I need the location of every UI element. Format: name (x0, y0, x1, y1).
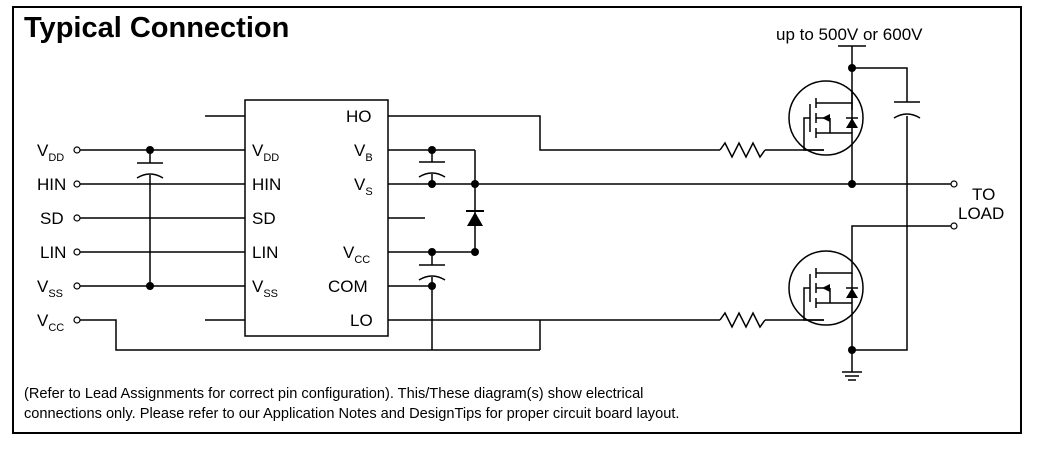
terminal-symbol (73, 146, 958, 324)
svg-text:VB: VB (354, 141, 373, 164)
input-label-vcc: VCC (37, 311, 64, 334)
junction-dots (146, 64, 856, 354)
footnote-line: (Refer to Lead Assignments for correct p… (24, 386, 644, 402)
svg-text:HIN: HIN (252, 175, 281, 194)
capacitor-symbol (418, 161, 446, 178)
ground-symbol (842, 371, 862, 381)
input-label-hin: HIN (37, 175, 66, 194)
resistor-symbol (719, 141, 766, 159)
svg-text:COM: COM (328, 277, 368, 296)
input-label-vdd: VDD (37, 141, 64, 164)
svg-text:VSS: VSS (252, 277, 278, 300)
footnote: (Refer to Lead Assignments for correct p… (24, 384, 679, 424)
capacitor-symbol (136, 162, 164, 179)
svg-text:LO: LO (350, 311, 373, 330)
diagram-title: Typical Connection (24, 12, 290, 44)
capacitor-symbol (418, 264, 446, 281)
footnote-line: connections only. Please refer to our Ap… (24, 406, 680, 422)
input-label-sd: SD (40, 209, 64, 228)
ic-left-pin-labels: VDD HIN SD LIN VSS (252, 141, 281, 300)
svg-text:SD: SD (252, 209, 276, 228)
supply-voltage-label: up to 500V or 600V (776, 25, 923, 44)
input-label-lin: LIN (40, 243, 66, 262)
input-label-vss: VSS (37, 277, 63, 300)
output-label-load: LOAD (958, 204, 1004, 223)
svg-text:HO: HO (346, 107, 372, 126)
svg-text:VDD: VDD (252, 141, 279, 164)
input-labels: VDD HIN SD LIN VSS VCC (37, 141, 66, 334)
svg-text:VCC: VCC (343, 243, 370, 266)
ic-right-pin-labels: HO VB VS VCC COM LO (328, 107, 373, 330)
output-label-to: TO (972, 185, 995, 204)
capacitor-symbol (893, 101, 921, 119)
svg-text:VS: VS (354, 175, 373, 198)
diagram-frame (12, 6, 1022, 434)
diode-symbol (466, 210, 484, 226)
resistor-symbol (719, 311, 766, 329)
svg-text:LIN: LIN (252, 243, 278, 262)
